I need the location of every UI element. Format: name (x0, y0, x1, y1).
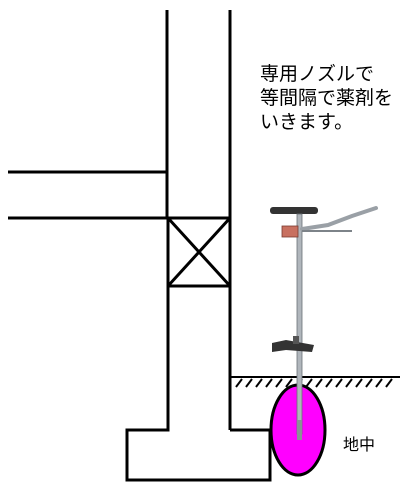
underground-label: 地中 (343, 435, 376, 454)
floor-beam (8, 170, 169, 220)
ground-surface (230, 376, 400, 388)
caption-line-2: 等間隔で薬剤を (260, 87, 394, 109)
vent-opening (166, 216, 232, 288)
caption-line-1: 専用ノズルで (260, 63, 375, 85)
injection-description: 専用ノズルで 等間隔で薬剤を いきます。 (260, 62, 412, 134)
caption-line-3: いきます。 (260, 111, 354, 133)
injection-nozzle-icon (270, 206, 378, 440)
wall-column (165, 10, 232, 430)
